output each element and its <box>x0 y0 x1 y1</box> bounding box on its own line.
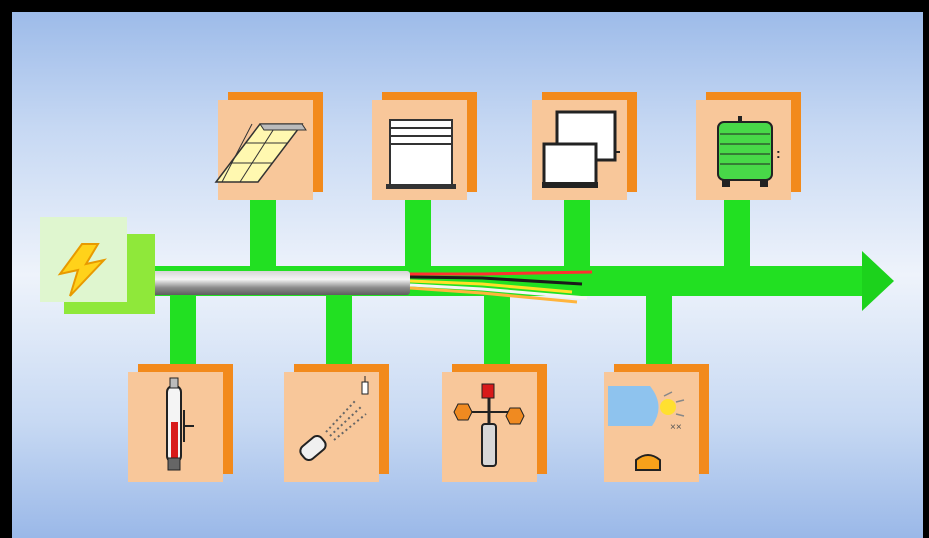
device-weather-station: ×× <box>604 364 709 482</box>
building-automation-bus-diagram: : <box>40 92 894 482</box>
ceiling-light-icon <box>214 123 307 183</box>
weather-station-icon: ×× <box>608 386 685 471</box>
power-cable <box>132 270 593 304</box>
connector-heater <box>724 188 750 268</box>
wire-orange <box>409 286 578 304</box>
device-anemometer <box>442 364 547 482</box>
power-source <box>40 217 155 314</box>
diagram-panel: : <box>12 12 923 538</box>
thermometer-sensor-icon <box>166 377 194 471</box>
connector-weather-station <box>646 294 672 366</box>
device-ceiling-light <box>214 92 323 200</box>
svg-text::: : <box>776 145 781 161</box>
wire-red <box>410 270 593 276</box>
wire-yellow <box>409 279 573 294</box>
bottom-connectors <box>170 294 672 366</box>
wire-white <box>409 283 588 300</box>
device-light-sensor <box>284 364 389 482</box>
cable-sheath <box>132 271 410 295</box>
display-monitors-icon <box>542 110 620 188</box>
connector-thermometer <box>170 294 196 366</box>
window-blind-icon <box>386 119 456 189</box>
device-displays <box>532 92 637 200</box>
device-thermometer <box>128 364 233 482</box>
lightning-bolt-icon <box>57 243 107 297</box>
connector-anemometer <box>484 294 510 366</box>
light-sensor-icon <box>299 376 369 462</box>
wire-black <box>409 275 583 286</box>
top-connectors <box>250 188 750 268</box>
connector-window-blind <box>405 188 431 268</box>
connector-light-sensor <box>326 294 352 366</box>
device-heater: : <box>696 92 801 200</box>
svg-text:××: ×× <box>670 422 682 433</box>
connector-displays <box>564 188 590 268</box>
connector-ceiling-light <box>250 188 276 268</box>
wind-anemometer-icon <box>453 383 525 467</box>
bus-arrow-head <box>862 251 894 311</box>
device-window-blind <box>372 92 477 200</box>
radiator-heater-icon: : <box>717 116 781 187</box>
